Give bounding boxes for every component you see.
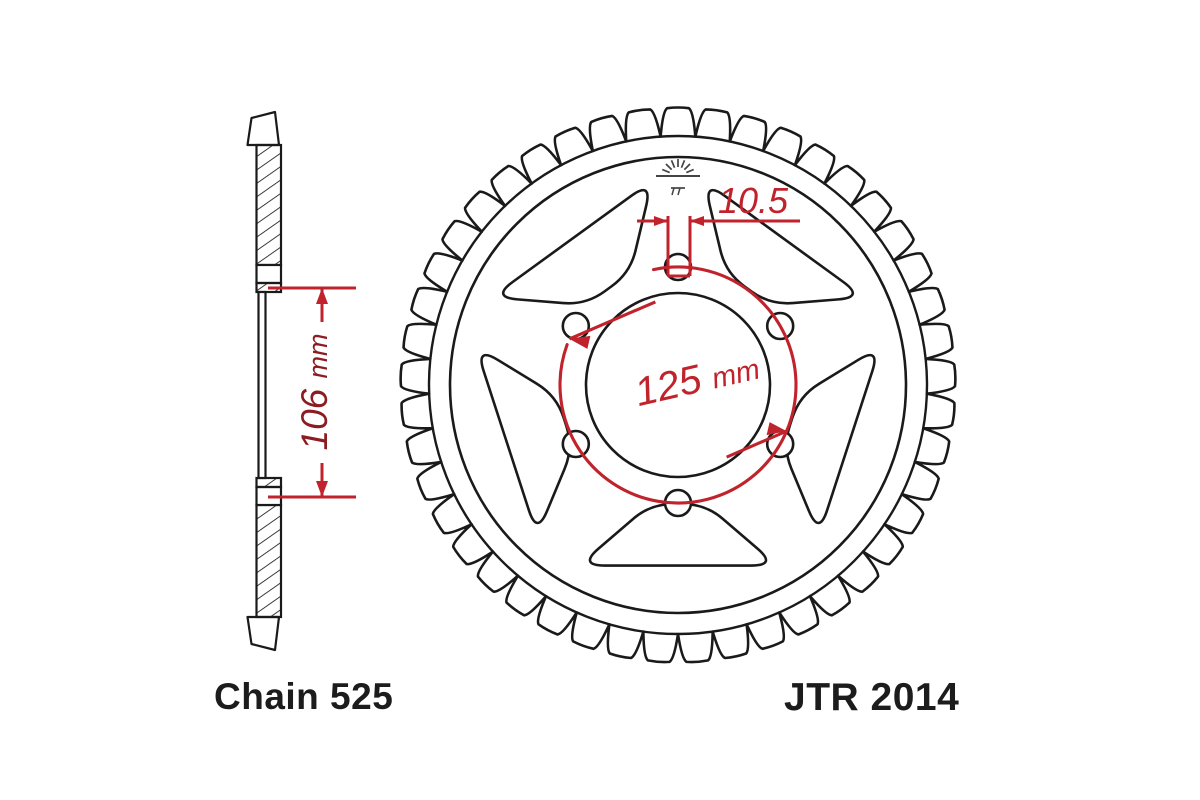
bore-value: 106 (294, 378, 335, 450)
bore-arrow-bottom (316, 481, 328, 497)
web-section (257, 290, 267, 480)
gap-arrow-right (690, 216, 704, 226)
symbol-ray (670, 159, 676, 169)
bore-unit: mm (303, 334, 333, 379)
lightening-cutout (588, 502, 768, 567)
symbol-ray (680, 159, 686, 169)
symbol-ray (661, 168, 671, 174)
bolt-circle-arrow-left (569, 335, 591, 349)
lightening-cutout (707, 188, 854, 305)
symbol-tick (671, 187, 675, 196)
rim-section-bottom (255, 503, 283, 619)
symbol-tick (677, 187, 681, 196)
relief-band-top (255, 263, 283, 285)
bolt-circle-dimension-arc (558, 265, 798, 505)
centre-bore-circle (584, 291, 772, 479)
symbol-ray (683, 163, 691, 171)
chain-size-label: Chain 525 (214, 676, 394, 717)
step-bottom (255, 476, 283, 489)
tooth-tip-top (246, 110, 281, 147)
bolt-circle-leader-right (726, 429, 788, 459)
lightening-cutout (502, 188, 649, 305)
bore-arrow-top (316, 288, 328, 304)
lightening-cutout (785, 353, 876, 525)
rim-section-top (255, 143, 283, 267)
root-circle (427, 134, 929, 636)
front-view (399, 106, 957, 664)
tooth-tip-bottom (246, 615, 281, 652)
bore-dimension-text: 106 mm (294, 334, 335, 451)
tooth-gap-dimension-text: 10.5 (718, 180, 789, 221)
bolt-circle-leader-left (568, 300, 656, 341)
symbol-ray (685, 168, 695, 174)
gap-arrow-left (654, 216, 668, 226)
side-section-view (246, 110, 283, 652)
bolt-circle-arrow-right (766, 422, 787, 436)
rim-inner-circle (448, 155, 908, 615)
part-number-label: JTR 2014 (784, 676, 960, 719)
surface-finish-symbol (656, 159, 700, 196)
symbol-ray (665, 163, 673, 171)
